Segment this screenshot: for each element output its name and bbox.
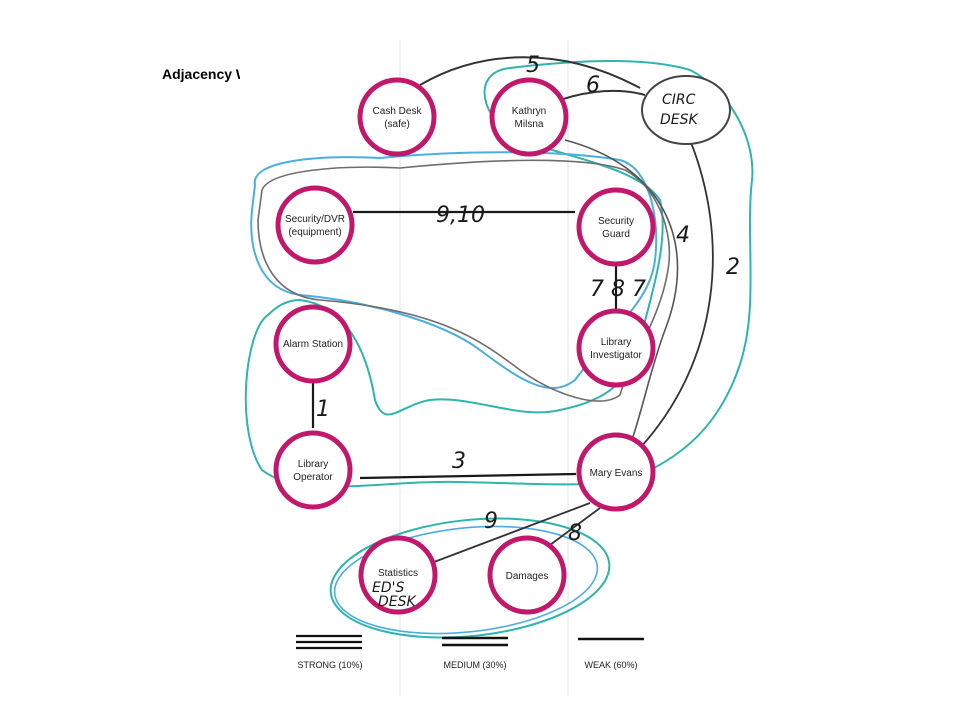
blue-zone-outline [250, 151, 658, 390]
node-statistics: Statistics ED'S DESK [358, 535, 438, 615]
link-circ-mary [639, 139, 714, 449]
link-kathryn-circ [559, 89, 646, 101]
node-label-line-1: Security/DVR [285, 214, 345, 225]
node-mary-evans: Mary Evans [576, 432, 656, 512]
node-label-line-2: Milsna [515, 119, 544, 130]
circ-desk-line-2: DESK [660, 112, 700, 128]
node-cash-desk: Cash Desk (safe) [357, 77, 437, 157]
node-label-line-2: Operator [293, 472, 333, 483]
annotation-9-10: 9,10 [436, 203, 485, 228]
node-alarm-station: Alarm Station [273, 304, 353, 384]
eds-desk-line-2: DESK [378, 594, 418, 610]
annotation-8: 8 [568, 521, 582, 546]
link-statistics-mary [433, 502, 591, 563]
node-damages: Damages [487, 535, 567, 615]
legend-weak: WEAK (60%) [578, 637, 644, 670]
node-label-line-2: (equipment) [288, 227, 341, 238]
node-label-line-1: Security [598, 216, 634, 227]
node-label-line-1: Library [298, 459, 329, 470]
annotation-1: 1 [316, 397, 330, 422]
node-label-line-1: Library [601, 337, 632, 348]
circ-desk-bubble [641, 75, 731, 145]
teal-zone-outline [244, 60, 754, 488]
node-label-line-1: Mary Evans [590, 468, 643, 479]
node-library-investigator: Library Investigator [576, 308, 656, 388]
node-security-guard: Security Guard [576, 187, 656, 267]
legend-weak-label: WEAK (60%) [584, 660, 637, 670]
node-label-line-1: Cash Desk [373, 106, 423, 117]
node-security-dvr: Security/DVR (equipment) [275, 185, 355, 265]
node-label-line-2: Guard [602, 229, 630, 240]
annotation-4: 4 [676, 223, 690, 248]
annotation-9: 9 [484, 509, 498, 534]
link-operator-mary [359, 472, 577, 480]
legend-medium: MEDIUM (30%) [442, 636, 508, 670]
blue-desk-oval [333, 525, 599, 635]
node-label-line-2: Investigator [590, 350, 642, 361]
link-cash-circ [419, 56, 641, 89]
annotation-7-8-7: 7 8 7 [590, 277, 646, 302]
link-damages-mary [549, 507, 601, 546]
eds-desk-line-1: ED'S [372, 580, 404, 596]
annotation-3: 3 [452, 449, 466, 474]
node-label-line-1: Damages [506, 571, 549, 582]
link-kathryn-mary [564, 139, 679, 446]
node-label-line-2: (safe) [384, 119, 410, 130]
legend-strong: STRONG (10%) [296, 634, 363, 670]
legend-medium-label: MEDIUM (30%) [443, 660, 506, 670]
annotation-6: 6 [586, 73, 600, 98]
circ-desk-line-1: CIRC [662, 92, 696, 108]
teal-desk-oval [329, 517, 611, 639]
node-label-line-1: Statistics [378, 568, 418, 579]
legend-strong-label: STRONG (10%) [297, 660, 362, 670]
node-label-line-1: Kathryn [512, 106, 546, 117]
annotation-5: 5 [526, 53, 540, 78]
annotation-2: 2 [726, 255, 740, 280]
node-label-line-1: Alarm Station [283, 339, 343, 350]
node-library-operator: Library Operator [273, 430, 353, 510]
node-kathryn-milsna: Kathryn Milsna [489, 77, 569, 157]
